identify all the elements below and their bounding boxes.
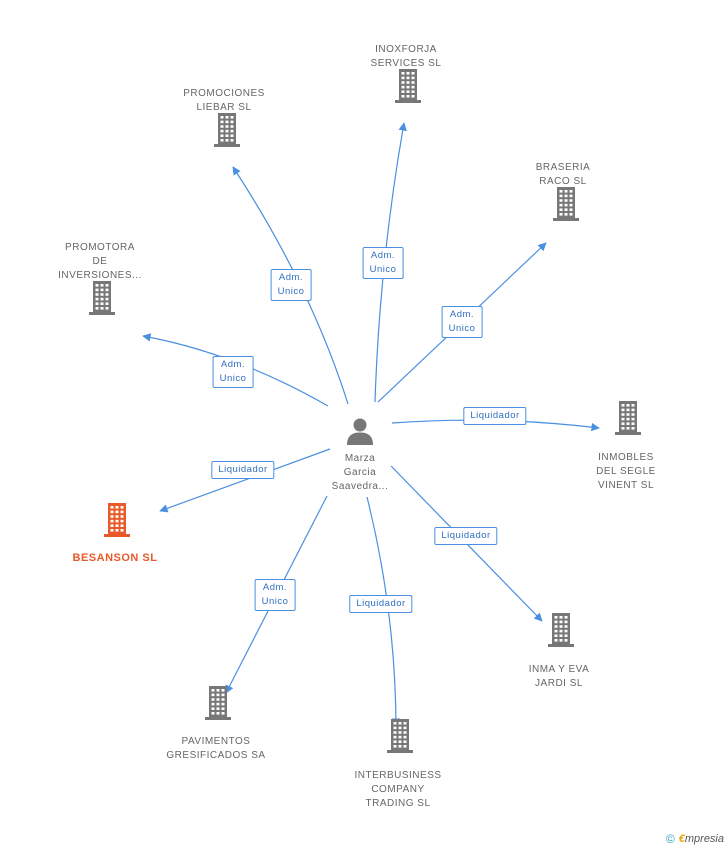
company-name-line: RACO SL xyxy=(539,176,587,187)
role-text: Unico xyxy=(219,373,247,384)
role-text: Liquidador xyxy=(470,410,520,421)
company-name-line: BRASERIA xyxy=(535,162,591,173)
company-node-braseria[interactable] xyxy=(551,187,581,221)
company-name-line: INVERSIONES... xyxy=(58,270,142,281)
company-name-line: SERVICES SL xyxy=(370,58,442,69)
building-icon xyxy=(214,113,240,147)
center-person[interactable] xyxy=(345,416,375,446)
company-name-line: PROMOTORA xyxy=(65,242,135,253)
company-label-interbusiness[interactable]: INTERBUSINESS COMPANY TRADING SL xyxy=(354,769,441,811)
role-text: Liquidador xyxy=(441,530,491,541)
company-label-promotora[interactable]: PROMOTORA DE INVERSIONES... xyxy=(58,241,142,283)
company-name-line: PROMOCIONES xyxy=(183,88,265,99)
role-text: Adm. xyxy=(220,359,246,370)
company-node-inmobles[interactable] xyxy=(613,401,643,435)
role-badge-inoxforja[interactable]: Adm. Unico xyxy=(362,247,404,279)
company-node-promociones[interactable] xyxy=(212,113,242,147)
person-icon xyxy=(347,418,373,445)
company-node-pavimentos[interactable] xyxy=(203,686,233,720)
company-label-pavimentos[interactable]: PAVIMENTOS GRESIFICADOS SA xyxy=(166,735,265,763)
role-text: Unico xyxy=(369,264,397,275)
building-icon xyxy=(205,686,231,720)
footer-brand[interactable]: © €mpresia xyxy=(666,832,724,846)
building-icon xyxy=(553,187,579,221)
company-name-line: INTERBUSINESS xyxy=(354,770,442,781)
company-name-line: BESANSON SL xyxy=(72,552,158,564)
company-name-line: VINENT SL xyxy=(598,480,654,491)
center-name-line: Saavedra... xyxy=(331,481,389,492)
role-badge-interbusiness[interactable]: Liquidador xyxy=(349,595,413,613)
company-node-interbusiness[interactable] xyxy=(385,719,415,753)
company-label-besanson[interactable]: BESANSON SL xyxy=(73,551,158,565)
role-text: Unico xyxy=(261,596,289,607)
role-text: Adm. xyxy=(262,582,288,593)
company-label-promociones[interactable]: PROMOCIONES LIEBAR SL xyxy=(183,87,265,115)
brand-logo: €mpresia xyxy=(678,833,724,845)
center-name-line: Garcia xyxy=(343,467,377,478)
role-badge-promociones[interactable]: Adm. Unico xyxy=(270,269,312,301)
role-text: Adm. xyxy=(278,272,304,283)
role-text: Liquidador xyxy=(218,464,268,475)
role-badge-pavimentos[interactable]: Adm. Unico xyxy=(254,579,296,611)
copyright-symbol: © xyxy=(665,832,675,846)
role-badge-promotora[interactable]: Adm. Unico xyxy=(212,356,254,388)
role-text: Adm. xyxy=(370,250,396,261)
company-name-line: LIEBAR SL xyxy=(196,102,252,113)
role-badge-inmobles[interactable]: Liquidador xyxy=(463,407,527,425)
company-name-line: INMOBLES xyxy=(598,452,654,463)
center-person-label[interactable]: Marza Garcia Saavedra... xyxy=(332,452,389,494)
building-icon xyxy=(615,401,641,435)
role-badge-inma[interactable]: Liquidador xyxy=(434,527,498,545)
company-node-promotora[interactable] xyxy=(87,281,117,315)
role-text: Liquidador xyxy=(356,598,406,609)
company-label-braseria[interactable]: BRASERIA RACO SL xyxy=(536,161,591,189)
role-badge-besanson[interactable]: Liquidador xyxy=(211,461,275,479)
company-name-line: INMA Y EVA xyxy=(528,664,590,675)
company-node-inoxforja[interactable] xyxy=(393,69,423,103)
building-icon xyxy=(104,503,130,537)
company-name-line: DE xyxy=(92,256,108,267)
building-icon xyxy=(548,613,574,647)
company-name-line: JARDI SL xyxy=(535,678,583,689)
company-name-line: INOXFORJA xyxy=(375,44,437,55)
role-text: Adm. xyxy=(449,309,475,320)
building-icon xyxy=(395,69,421,103)
role-text: Unico xyxy=(277,286,305,297)
company-label-inma[interactable]: INMA Y EVA JARDI SL xyxy=(529,663,590,691)
company-name-line: DEL SEGLE xyxy=(596,466,656,477)
company-name-line: TRADING SL xyxy=(365,798,431,809)
company-name-line: PAVIMENTOS xyxy=(181,736,251,747)
company-node-inma[interactable] xyxy=(546,613,576,647)
company-label-inoxforja[interactable]: INOXFORJA SERVICES SL xyxy=(371,43,442,71)
role-text: Unico xyxy=(448,323,476,334)
building-icon xyxy=(387,719,413,753)
edge-besanson xyxy=(159,448,331,513)
company-name-line: COMPANY xyxy=(371,784,425,795)
company-node-besanson[interactable] xyxy=(102,503,132,537)
company-label-inmobles[interactable]: INMOBLES DEL SEGLE VINENT SL xyxy=(596,451,656,493)
center-name-line: Marza xyxy=(344,453,376,464)
company-name-line: GRESIFICADOS SA xyxy=(166,750,266,761)
building-icon xyxy=(89,281,115,315)
role-badge-braseria[interactable]: Adm. Unico xyxy=(441,306,483,338)
